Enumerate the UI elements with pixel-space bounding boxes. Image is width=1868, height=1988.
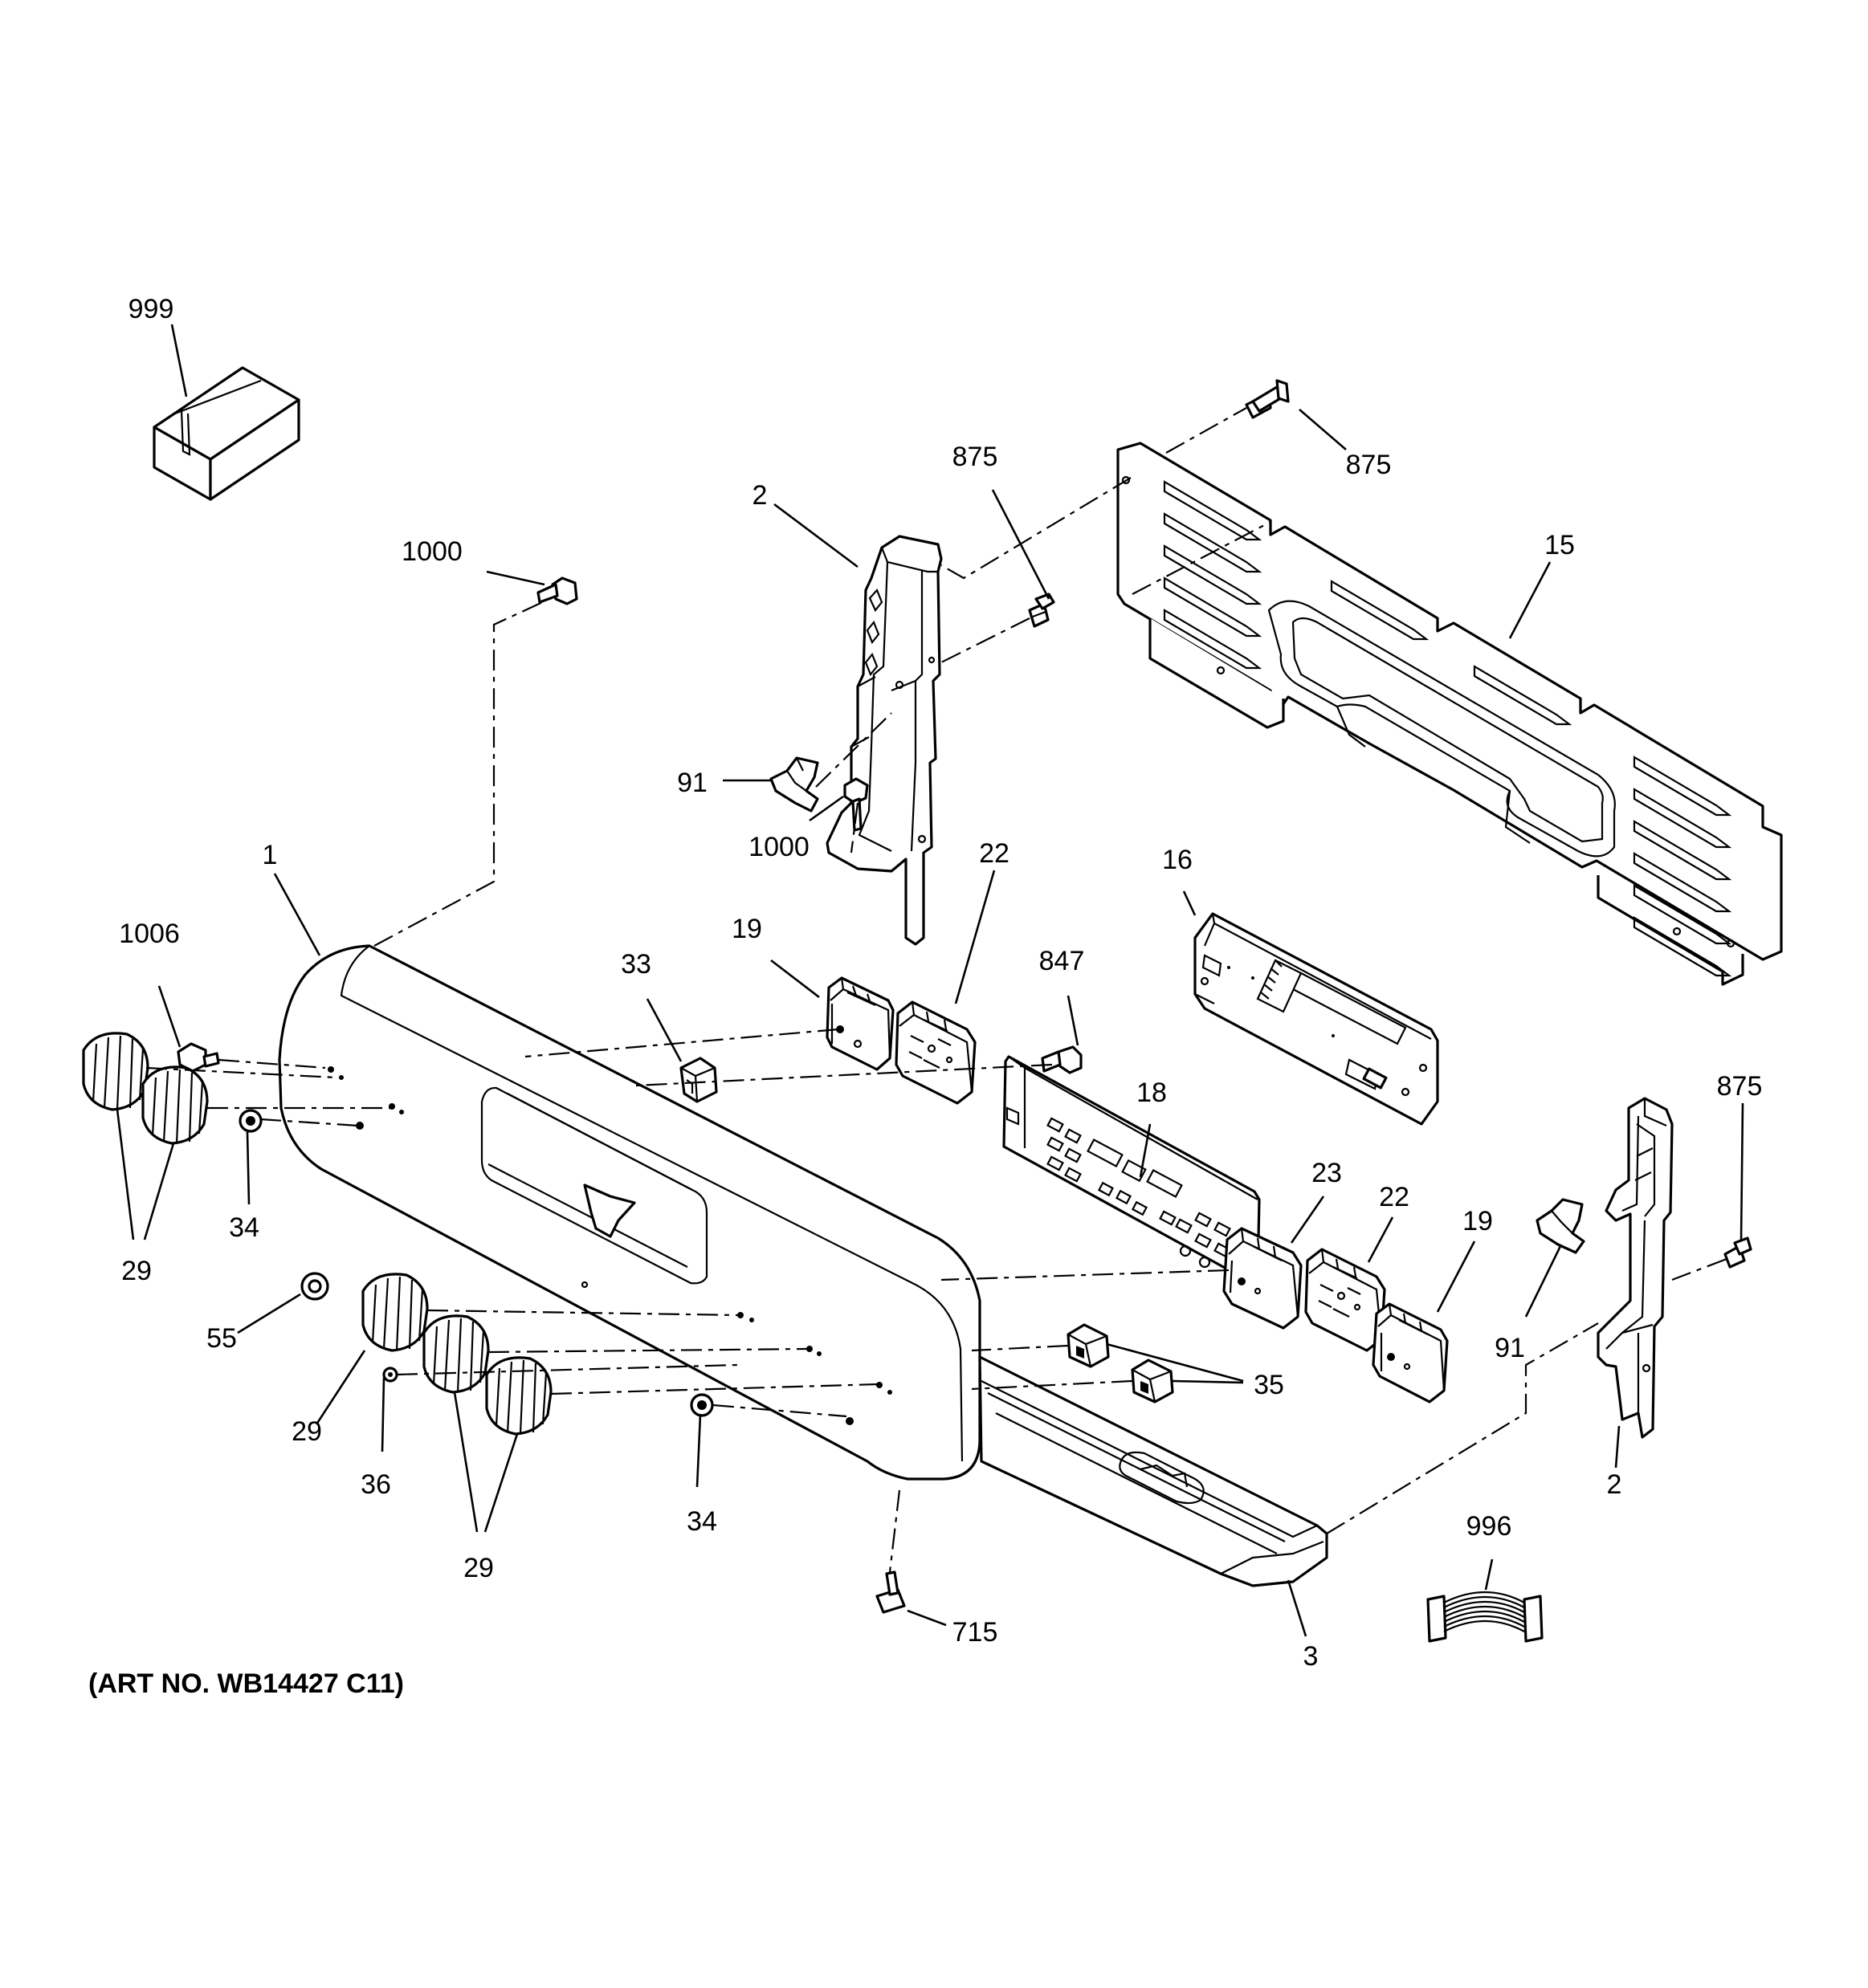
part-23-switch [1222, 1227, 1303, 1330]
vent-slots-left [1163, 480, 1262, 670]
part-1-control-panel [278, 944, 981, 1481]
label-22-b: 22 [1379, 1182, 1409, 1212]
label-29-a: 29 [121, 1256, 152, 1286]
label-715: 715 [952, 1617, 998, 1648]
part-999-box [153, 366, 300, 501]
part-19-switch-lower [1372, 1302, 1449, 1403]
part-16-control-board [1193, 912, 1439, 1126]
leader-lines [116, 324, 1744, 1637]
label-22-a: 22 [979, 838, 1009, 869]
part-2-side-bracket-upper [826, 535, 943, 946]
label-36: 36 [361, 1469, 391, 1500]
label-1000-a: 1000 [402, 536, 463, 567]
label-875-a: 875 [952, 442, 998, 472]
label-35: 35 [1254, 1370, 1284, 1400]
part-715-screw [875, 1570, 906, 1614]
part-29-knob-2 [141, 1065, 209, 1145]
part-29-knob-5 [485, 1356, 553, 1436]
label-18: 18 [1136, 1078, 1167, 1108]
label-996: 996 [1466, 1511, 1512, 1542]
label-29-b: 29 [292, 1416, 322, 1447]
part-35-switch-b [1131, 1359, 1174, 1403]
part-22-switch-lower [1304, 1248, 1386, 1352]
part-875-screw-right [1723, 1236, 1752, 1269]
label-91-a: 91 [677, 768, 708, 798]
label-34-a: 34 [229, 1212, 259, 1243]
label-19-b: 19 [1462, 1206, 1493, 1236]
label-29-c: 29 [463, 1553, 494, 1583]
part-29-knob-3 [361, 1273, 429, 1352]
part-55-washer [300, 1272, 329, 1301]
vent-slots-right [1633, 756, 1732, 977]
part-29-knob-4 [422, 1314, 490, 1394]
label-15: 15 [1544, 530, 1575, 560]
art-number: (ART NO. WB14427 C11) [88, 1668, 404, 1699]
part-15-rear-panel [1116, 442, 1783, 986]
label-3: 3 [1303, 1641, 1319, 1672]
label-999: 999 [128, 294, 174, 324]
part-847-screw [1041, 1045, 1083, 1074]
part-35-switch-a [1067, 1323, 1110, 1368]
part-1006-screw [177, 1042, 220, 1073]
part-29-knob-1 [82, 1032, 149, 1111]
label-23: 23 [1311, 1158, 1342, 1188]
label-2-a: 2 [753, 480, 768, 511]
part-2-side-bracket-lower [1597, 1097, 1674, 1439]
part-875-screw-left [1028, 593, 1055, 628]
label-875-b: 875 [1346, 450, 1392, 480]
part-91-clip-lower [1536, 1198, 1585, 1254]
part-996-wire-harness [1426, 1591, 1544, 1643]
label-1: 1 [263, 840, 278, 870]
part-34-nut-lower [690, 1393, 714, 1417]
label-16: 16 [1162, 845, 1193, 875]
part-18-touch-panel [1002, 1055, 1261, 1283]
part-875-screw-top [1245, 379, 1290, 419]
part-22-switch-upper [895, 1000, 977, 1105]
part-1000-screw-top [536, 576, 578, 605]
part-91-clip-upper [769, 756, 819, 813]
label-847: 847 [1039, 946, 1085, 976]
label-19-a: 19 [732, 914, 762, 944]
part-33-clip [679, 1057, 718, 1103]
label-55: 55 [206, 1323, 237, 1354]
label-1000-b: 1000 [748, 832, 810, 862]
label-91-b: 91 [1495, 1333, 1525, 1363]
label-33: 33 [621, 949, 651, 980]
part-34-nut-upper [239, 1109, 263, 1133]
assembly-lines [145, 407, 1727, 1573]
label-875-c: 875 [1717, 1071, 1763, 1102]
label-34-b: 34 [687, 1506, 717, 1537]
label-2-b: 2 [1607, 1469, 1622, 1500]
callout-labels: 999 875 875 15 2 1000 91 1000 1 1006 22 … [119, 294, 1762, 1672]
vent-slots-middle [1330, 580, 1572, 726]
part-19-switch-upper [826, 976, 895, 1071]
part-36-ring [382, 1367, 398, 1383]
part-3-lower-trim [978, 1355, 1328, 1587]
label-1006: 1006 [119, 919, 180, 949]
